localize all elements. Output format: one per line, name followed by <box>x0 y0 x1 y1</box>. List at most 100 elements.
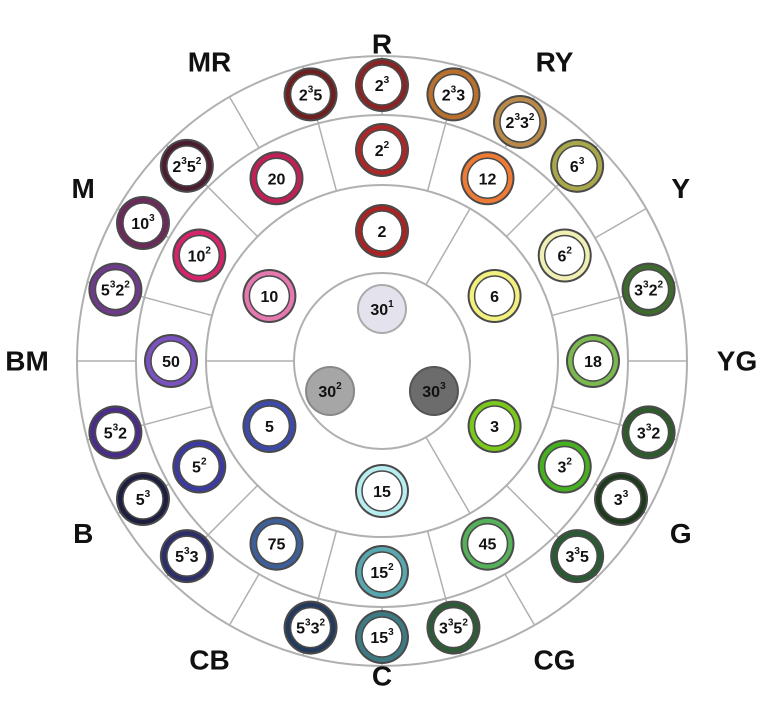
node-number: 75 <box>268 537 286 554</box>
spoke-middle <box>207 484 259 536</box>
node-face <box>499 101 541 143</box>
spoke-middle <box>551 405 620 426</box>
node-number: 335 <box>565 546 588 566</box>
sector-label-cg: CG <box>534 644 576 675</box>
node-50: 50 <box>144 334 198 388</box>
sector-label-b: B <box>73 518 93 549</box>
node-number: 18 <box>584 354 602 371</box>
node-number: 533 <box>175 546 198 566</box>
center-node-number: 303 <box>422 381 446 401</box>
spoke-middle <box>505 484 557 536</box>
node-5-cube-3: 533 <box>159 529 214 584</box>
node-number: 6 <box>490 289 499 306</box>
spoke-middle <box>207 186 259 238</box>
spoke-inner <box>425 208 471 286</box>
node-2-cube-3-sq: 2332 <box>493 94 547 149</box>
node-number: 5332 <box>296 618 325 638</box>
node-5-cube-2: 532 <box>88 405 143 460</box>
node-face <box>150 340 192 382</box>
node-face <box>466 157 509 200</box>
node-2-sq: 22 <box>355 123 409 177</box>
node-15-sq: 152 <box>355 545 409 599</box>
node-face <box>600 478 642 520</box>
node-6-cube: 63 <box>550 138 605 193</box>
node-face <box>361 551 403 593</box>
node-2-cube-5: 235 <box>283 67 338 122</box>
sector-label-yg: YG <box>717 346 757 377</box>
node-75: 75 <box>249 516 304 571</box>
node-number: 233 <box>442 84 465 104</box>
node-number: 3322 <box>634 280 663 300</box>
sector-label-r: R <box>372 29 392 60</box>
sector-label-bm: BM <box>5 346 49 377</box>
node-number: 63 <box>570 156 585 176</box>
node-number: 3352 <box>439 618 468 638</box>
node-3-cube-5: 335 <box>550 529 605 584</box>
spoke-outer <box>504 573 536 626</box>
node-45: 45 <box>460 516 515 571</box>
node-face <box>361 129 403 171</box>
node-face <box>94 268 137 311</box>
node-face <box>432 73 475 116</box>
node-number: 2 <box>378 224 387 241</box>
node-face <box>248 405 291 447</box>
spoke-middle <box>551 296 620 317</box>
node-face <box>122 202 164 244</box>
node-5-cube-2-sq: 5322 <box>88 262 143 317</box>
sector-label-mr: MR <box>188 47 232 78</box>
node-face <box>361 616 403 658</box>
sector-label-c: C <box>372 661 392 692</box>
node-face <box>473 275 516 317</box>
sector-label-g: G <box>670 518 692 549</box>
node-3: 3 <box>467 399 522 453</box>
spoke-middle <box>144 296 213 317</box>
node-5-cube: 53 <box>115 472 170 526</box>
node-number: 102 <box>188 246 212 266</box>
sector-label-ry: RY <box>536 47 574 78</box>
node-number: 23 <box>375 75 390 95</box>
node-face <box>627 411 670 454</box>
node-face <box>627 268 670 311</box>
spoke-middle <box>317 123 338 192</box>
node-3-cube-5-sq: 3352 <box>426 600 481 655</box>
node-3-sq: 32 <box>537 439 592 494</box>
node-number: 50 <box>162 354 180 371</box>
node-number: 62 <box>557 246 572 266</box>
node-face <box>556 145 598 187</box>
node-number: 12 <box>479 171 497 188</box>
node-10: 10 <box>242 269 297 323</box>
node-number: 2352 <box>172 156 201 176</box>
node-6: 6 <box>467 269 522 323</box>
node-2-cube-3: 233 <box>426 67 481 122</box>
spoke-outer <box>228 573 260 626</box>
node-20: 20 <box>249 151 304 206</box>
node-5-sq: 52 <box>172 439 227 494</box>
node-face <box>556 535 598 577</box>
node-number: 5 <box>265 419 274 436</box>
node-number: 153 <box>370 627 394 647</box>
node-12: 12 <box>460 151 515 206</box>
node-15: 15 <box>355 464 409 518</box>
node-face <box>572 340 614 382</box>
node-number: 532 <box>104 422 127 442</box>
node-2-cube: 23 <box>355 58 409 112</box>
center-node-number: 301 <box>370 299 394 319</box>
node-number: 152 <box>370 562 394 582</box>
node-face <box>361 210 403 252</box>
center-node-30-3: 303 <box>408 366 459 416</box>
center-node-number: 302 <box>318 381 342 401</box>
node-face <box>178 234 221 277</box>
center-node-face <box>357 284 407 334</box>
node-number: 3 <box>490 419 499 436</box>
node-face <box>248 275 291 317</box>
node-number: 10 <box>261 289 279 306</box>
spoke-middle <box>505 186 557 238</box>
spoke-inner <box>425 436 471 514</box>
sector-label-cb: CB <box>189 644 229 675</box>
node-face <box>255 522 298 565</box>
node-face <box>543 445 586 488</box>
center-node-30-2: 302 <box>305 366 356 416</box>
node-5: 5 <box>242 399 297 453</box>
center-node-face <box>408 366 459 416</box>
